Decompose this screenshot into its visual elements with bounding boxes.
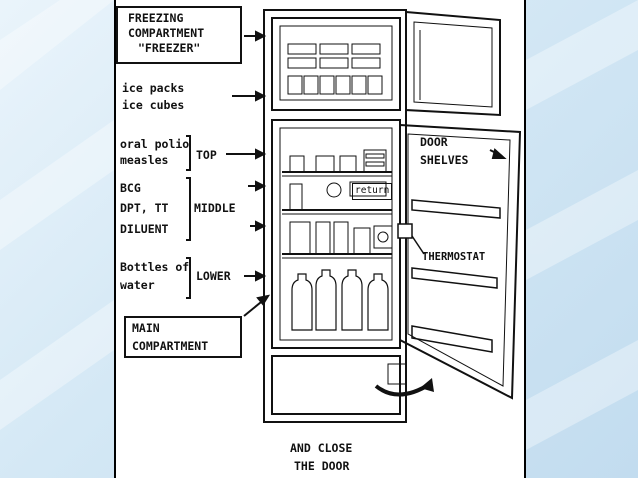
- door-label: DOOR: [420, 135, 448, 149]
- lower-label: LOWER: [196, 269, 231, 283]
- main-door: [399, 123, 522, 400]
- oral-polio-label: oral polio: [120, 137, 190, 151]
- return-label: return: [355, 185, 390, 196]
- bottom-drawer: [271, 355, 401, 415]
- ice-cubes-label: ice cubes: [122, 98, 185, 112]
- diluent-label: DILUENT: [120, 222, 169, 236]
- freezer-quoted-label: "FREEZER": [138, 41, 201, 55]
- main-compartment-label: COMPARTMENT: [132, 339, 209, 353]
- main-compartment-label-box: [124, 316, 242, 358]
- thermostat-label: THERMOSTAT: [422, 251, 486, 263]
- shelves-label: SHELVES: [420, 153, 469, 167]
- dpt-tt-label: DPT, TT: [120, 201, 169, 215]
- water-label: water: [120, 278, 155, 292]
- freezer-door: [405, 10, 501, 117]
- bottles-of-label: Bottles of: [120, 260, 190, 274]
- bcg-label: BCG: [120, 181, 141, 195]
- thermostat-knob: [397, 223, 413, 239]
- water-bottles: [291, 269, 389, 331]
- fridge-body: [263, 9, 407, 423]
- middle-label: MIDDLE: [194, 201, 236, 215]
- return-label-box: [352, 183, 392, 200]
- door-shelf-2: [411, 267, 498, 289]
- ice-packs-label: ice packs: [122, 81, 185, 95]
- compartment-label-top: COMPARTMENT: [128, 26, 205, 40]
- thermometer-dial: [326, 182, 342, 198]
- freezing-label: FREEZING: [128, 11, 184, 25]
- measles-label: measles: [120, 153, 169, 167]
- freezer-compartment: [271, 17, 401, 111]
- top-label: TOP: [196, 148, 217, 162]
- close-door-arrow: [374, 382, 432, 397]
- the-door-label: THE DOOR: [294, 459, 350, 473]
- diagram-panel: [114, 0, 526, 478]
- and-close-label: AND CLOSE: [290, 441, 353, 455]
- freezer-label-box: [116, 6, 242, 64]
- door-shelf-3: [411, 325, 493, 353]
- door-shelf-1: [411, 199, 501, 219]
- main-label: MAIN: [132, 321, 160, 335]
